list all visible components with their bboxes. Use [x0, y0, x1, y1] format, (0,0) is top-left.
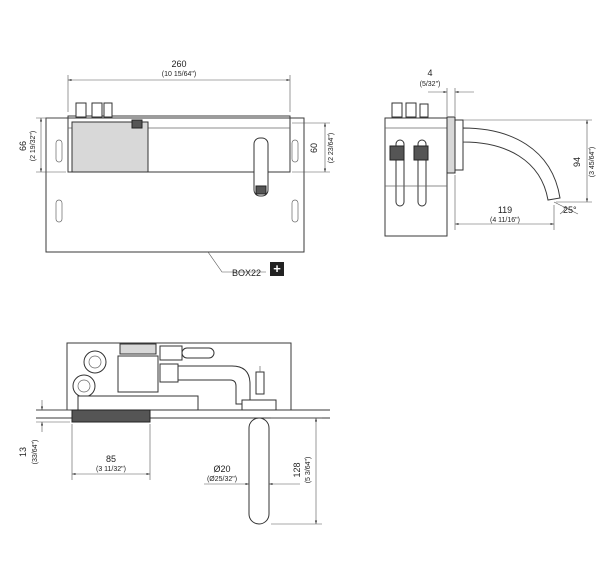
valve-round-1 — [83, 350, 107, 374]
top-view: 13 (33/64") 85 (3 11/32") Ø20 (Ø25/32") … — [18, 342, 330, 525]
front-view: 260 (10 15/64") 66 (2 19/32") 60 (2 23/6… — [18, 59, 335, 278]
angle-label: 25° — [563, 205, 577, 215]
valve-top-3 — [103, 102, 113, 118]
offset-in: (3 11/32") — [96, 466, 126, 473]
side-body — [384, 117, 448, 237]
base-plate — [77, 395, 199, 411]
side-height-mm: 94 — [572, 157, 582, 167]
right-height-mm: 60 — [309, 143, 319, 153]
valve-top-1 — [75, 102, 87, 118]
slot-left-top — [55, 139, 63, 163]
wall-plate — [446, 116, 456, 174]
elbow-pipe — [177, 365, 251, 405]
offset-mm: 85 — [106, 454, 116, 464]
spout-down — [248, 417, 270, 525]
plus-icon — [270, 262, 284, 276]
spout-outlet — [253, 137, 269, 197]
plus-symbol: + — [273, 261, 281, 276]
left-height-mm: 66 — [18, 141, 28, 151]
front-body — [67, 115, 291, 173]
depth-mm: 13 — [18, 447, 28, 457]
slot-right-bottom — [291, 199, 299, 223]
side-view: 4 (5/32") 94 (3 45/64") 119 (4 11/16") 2… — [384, 68, 596, 237]
valve-top-2 — [91, 102, 103, 118]
slot-left-bottom — [55, 199, 63, 223]
length-in: (5 3/64") — [305, 457, 312, 484]
thickness-in: (5/32") — [420, 81, 441, 88]
left-height-in: (2 19/32") — [30, 131, 37, 162]
box-label: BOX22 — [232, 268, 261, 278]
slot-right-top — [291, 139, 299, 163]
mixer-cartridge — [71, 121, 149, 173]
projection-mm: 119 — [498, 205, 512, 215]
right-height-in: (2 23/64") — [328, 133, 335, 164]
depth-in: (33/64") — [32, 440, 39, 465]
spout — [462, 127, 561, 201]
front-plate — [45, 117, 305, 253]
length-mm: 128 — [292, 462, 302, 477]
diameter-mm: Ø20 — [213, 464, 230, 474]
side-height-in: (3 45/64") — [589, 147, 596, 178]
projection-in: (4 11/16") — [490, 217, 520, 224]
valve-round-2 — [72, 374, 96, 398]
width-in: (10 15/64") — [162, 71, 196, 78]
flange — [454, 119, 464, 171]
cartridge-top — [117, 355, 159, 393]
diameter-in: (Ø25/32") — [207, 476, 237, 483]
thickness-mm: 4 — [427, 68, 432, 78]
width-mm: 260 — [171, 59, 186, 69]
